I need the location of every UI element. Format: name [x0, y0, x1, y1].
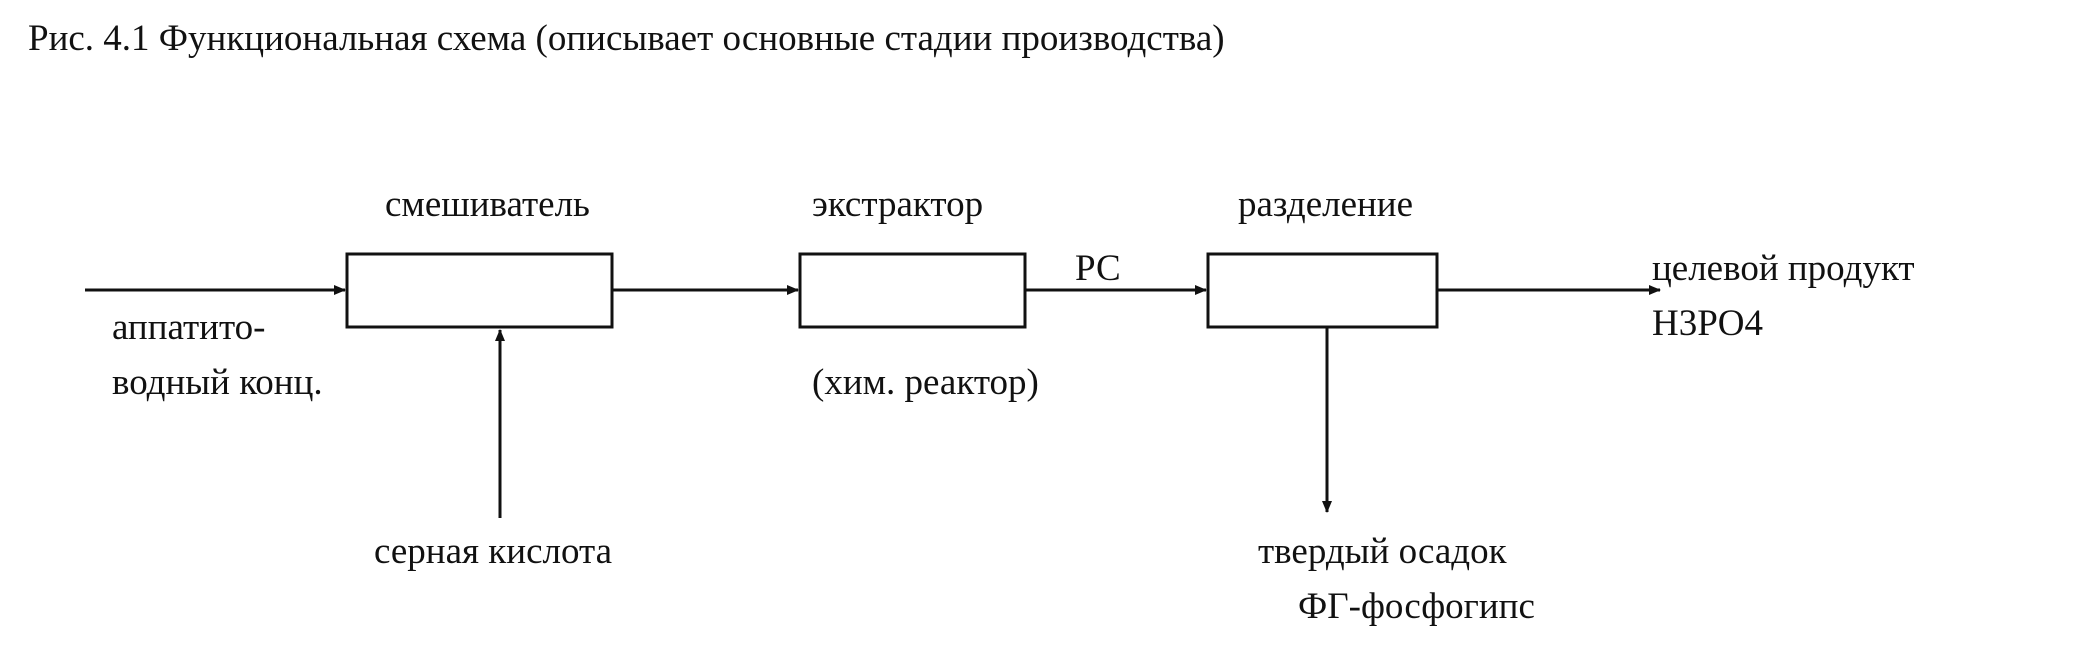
product-label-line2: H3PO4 — [1652, 303, 1764, 344]
sediment-label-line2: ФГ-фосфогипс — [1298, 586, 1535, 627]
intermediate-flow-label: РС — [1075, 248, 1121, 289]
extractor-box — [798, 252, 1027, 329]
product-label-line1: целевой продукт — [1652, 248, 1915, 289]
extractor-note-label: (хим. реактор) — [812, 362, 1039, 403]
separation-label: разделение — [1238, 184, 1414, 225]
acid-label: серная кислота — [374, 531, 613, 572]
extractor-label: экстрактор — [812, 184, 984, 225]
mixer-box — [345, 252, 614, 329]
separation-box — [1206, 252, 1439, 329]
feed-label-line2: водный конц. — [112, 362, 323, 403]
figure-caption: Рис. 4.1 Функциональная схема (описывает… — [28, 18, 1225, 59]
mixer-label: смешиватель — [385, 184, 590, 225]
sediment-label-line1: твердый осадок — [1258, 531, 1507, 572]
feed-label-line1: аппатито- — [112, 307, 266, 348]
